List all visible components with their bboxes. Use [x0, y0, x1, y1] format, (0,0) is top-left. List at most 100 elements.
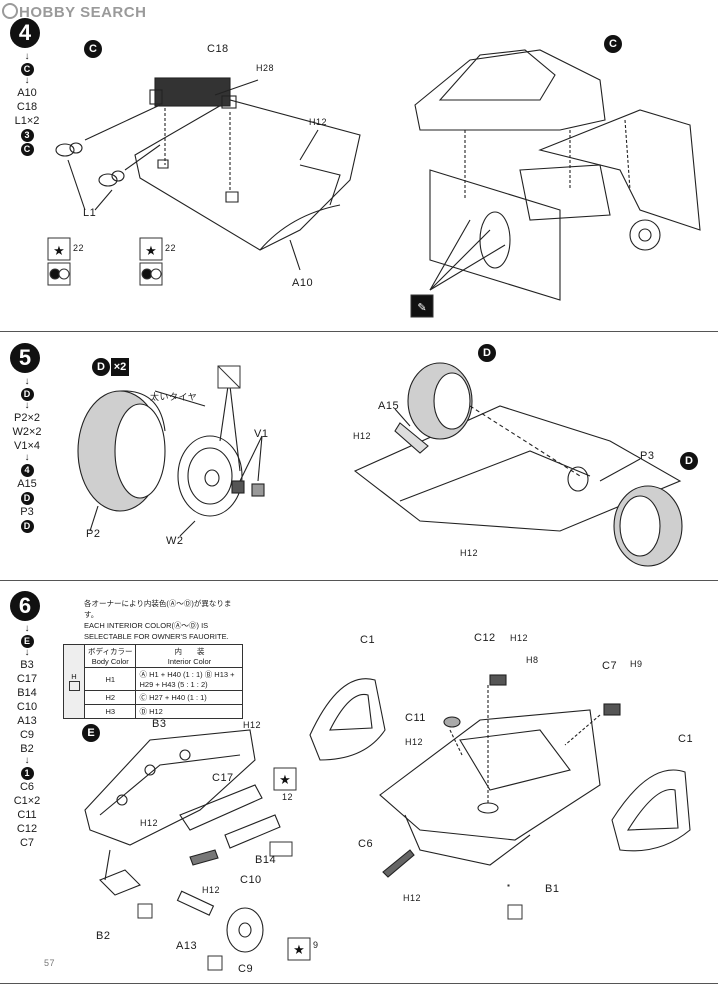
seq-item: W2×2 — [12, 426, 42, 438]
body-color-cell: H3 — [83, 704, 137, 719]
label-b14: B14 — [255, 854, 277, 866]
label-h12: H12 — [460, 548, 479, 558]
seq-item: C6 — [19, 781, 35, 793]
seq-item: C1×2 — [13, 795, 41, 807]
svg-text:★: ★ — [279, 772, 291, 787]
step-4-number: 4 — [10, 18, 40, 48]
seq-item: C7 — [19, 837, 35, 849]
svg-text:★: ★ — [293, 942, 305, 957]
label-h28: H28 — [256, 63, 275, 73]
hobby-search-watermark: HOBBY SEARCH — [2, 3, 146, 21]
label-h12: H12 — [405, 737, 424, 747]
label-h12: H12 — [510, 633, 529, 643]
seq-badge: C — [20, 143, 34, 156]
seq-item: B2 — [20, 743, 34, 755]
seq-item: A13 — [17, 715, 37, 727]
arrow-down-icon: ↓ — [24, 647, 30, 658]
seq-item: A15 — [17, 478, 37, 490]
interior-color-cell: Ⓐ H1 + H40 (1 : 1) Ⓑ H13 + H29 + H43 (5 … — [135, 667, 244, 691]
seq-item: B14 — [17, 687, 37, 699]
arrow-down-icon: ↓ — [24, 75, 30, 86]
step-6-part-badge: E — [82, 724, 100, 742]
label-tyre-note: 太いタイヤ — [150, 392, 198, 402]
label-b2: B2 — [96, 930, 111, 942]
note-en-1: EACH INTERIOR COLOR(Ⓐ〜Ⓓ) IS — [84, 621, 209, 630]
section-divider — [0, 331, 718, 332]
label-a15: A15 — [378, 400, 400, 412]
label-l1: L1 — [83, 207, 97, 219]
note-en-2: SELECTABLE FOR OWNER'S FAUORITE. — [84, 632, 229, 641]
seq-item: L1×2 — [14, 115, 40, 127]
label-c9: C9 — [238, 963, 254, 975]
section-divider — [0, 983, 718, 984]
arrow-down-icon: ↓ — [24, 452, 30, 463]
seq-badge: D — [20, 520, 34, 533]
interior-color-note: 各オーナーにより内装色(Ⓐ〜Ⓓ)が異なります。 EACH INTERIOR CO… — [84, 598, 240, 642]
step-5-part-badge: D — [680, 452, 698, 470]
label-h12: H12 — [202, 885, 221, 895]
logo-ring-icon — [2, 3, 18, 19]
label-h8: H8 — [526, 655, 539, 665]
label-h12: H12 — [243, 720, 262, 730]
arrow-down-icon: ↓ — [24, 400, 30, 411]
svg-text:★: ★ — [145, 243, 157, 258]
seq-badge: E — [20, 635, 34, 648]
svg-text:★: ★ — [53, 243, 65, 258]
label-c17: C17 — [212, 772, 234, 784]
label-b1: B1 — [545, 883, 560, 895]
step-4-sequence: ↓ C ↓ A10 C18 L1×2 3 C — [4, 52, 50, 156]
seq-item: C11 — [17, 809, 37, 821]
seq-item: C17 — [16, 673, 38, 685]
seq-item: A10 — [17, 87, 37, 99]
label-b3: B3 — [152, 718, 167, 730]
section-divider — [0, 580, 718, 581]
page-mark: 57 — [44, 958, 56, 968]
label-h12: H12 — [309, 117, 328, 127]
step-6-diagram: ★ ★ — [84, 674, 691, 971]
arrow-down-icon: ↓ — [24, 51, 30, 62]
step-5-part-badge: D — [92, 358, 110, 376]
step-4-part-badge: C — [84, 40, 102, 58]
paint-box-icon — [68, 681, 80, 691]
paint-number: 22 — [165, 243, 177, 253]
seq-badge: D — [20, 492, 34, 505]
label-c12: C12 — [474, 632, 496, 644]
label-p3: P3 — [640, 450, 655, 462]
paint-number: 22 — [73, 243, 85, 253]
interior-color-cell: Ⓓ H12 — [135, 704, 244, 719]
seq-badge: 4 — [20, 464, 34, 477]
seq-item: C10 — [16, 701, 38, 713]
label-c1-left: C1 — [360, 634, 376, 646]
label-h12: H12 — [403, 893, 422, 903]
label-c10: C10 — [240, 874, 262, 886]
watermark-text: HOBBY SEARCH — [19, 4, 147, 21]
label-c18: C18 — [207, 43, 229, 55]
label-c11: C11 — [405, 712, 426, 724]
seq-badge: 3 — [20, 129, 34, 142]
label-w2: W2 — [166, 535, 184, 547]
label-h12: H12 — [353, 431, 372, 441]
label-c1-right: C1 — [678, 733, 694, 745]
label-c7: C7 — [602, 660, 618, 672]
body-color-cell: H1 — [83, 667, 137, 691]
seq-item: V1×4 — [14, 440, 40, 452]
label-v1: V1 — [254, 428, 269, 440]
step-5-part-badge: D — [478, 344, 496, 362]
quantity-x2: ×2 — [111, 358, 129, 376]
svg-text:✎: ✎ — [417, 302, 426, 314]
step-5-number: 5 — [10, 343, 40, 373]
seq-item: P2×2 — [14, 412, 40, 424]
arrow-down-icon: ↓ — [24, 376, 30, 387]
arrow-down-icon: ↓ — [24, 755, 30, 766]
label-c6: C6 — [358, 838, 374, 850]
seq-item: C18 — [16, 101, 38, 113]
step-6-number: 6 — [10, 591, 40, 621]
seq-item: P3 — [20, 506, 34, 518]
seq-item: C9 — [19, 729, 35, 741]
label-a10: A10 — [292, 277, 314, 289]
step-6-sequence: ↓ E ↓ B3 C17 B14 C10 A13 C9 B2 ↓ 1 C6 C1… — [4, 624, 50, 850]
seq-badge: C — [20, 63, 34, 76]
arrow-down-icon: ↓ — [24, 623, 30, 634]
